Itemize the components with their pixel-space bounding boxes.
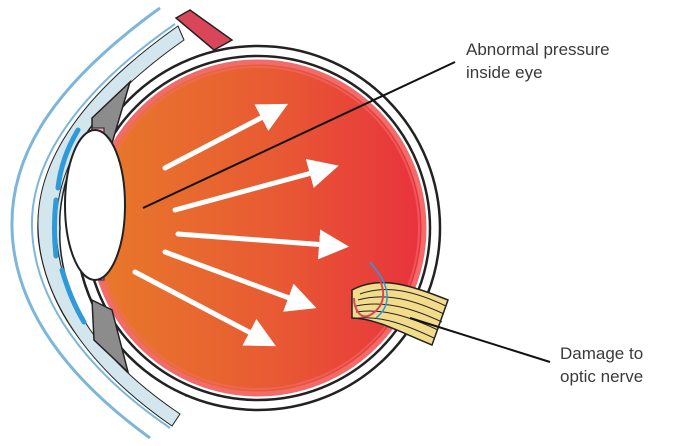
vitreous-body <box>92 62 424 394</box>
lens <box>65 130 125 280</box>
damage-label-line1: Damage to <box>560 342 643 365</box>
superior-muscle <box>176 10 232 50</box>
pressure-label-line2: inside eye <box>466 61 610 84</box>
cornea-accent-middle <box>55 200 57 256</box>
pressure-label: Abnormal pressure inside eye <box>466 38 610 84</box>
pressure-label-line1: Abnormal pressure <box>466 38 610 61</box>
damage-label-line2: optic nerve <box>560 365 643 388</box>
damage-label: Damage to optic nerve <box>560 342 643 388</box>
